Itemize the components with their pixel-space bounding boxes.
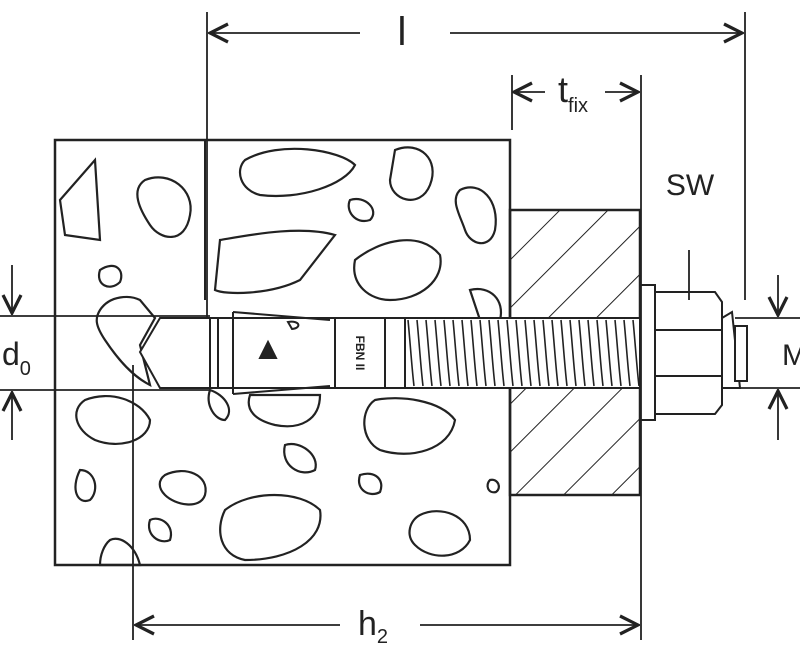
anchor-bolt xyxy=(209,284,748,421)
thread-line xyxy=(569,319,577,387)
thread-line xyxy=(551,319,559,387)
thread-line xyxy=(515,319,523,387)
anchor-marking-text: FBN II xyxy=(353,336,367,371)
tfix-sub: fix xyxy=(568,95,588,117)
thread-line xyxy=(470,319,478,387)
thread-line xyxy=(488,319,496,387)
triangle-mark-icon xyxy=(258,339,278,359)
thread-line xyxy=(560,319,568,387)
thread-line xyxy=(596,319,604,387)
thread-line xyxy=(587,319,595,387)
tfix-main: t xyxy=(558,69,568,110)
thread-line xyxy=(425,319,433,387)
dimension-lines xyxy=(0,12,800,640)
length-label: l xyxy=(398,10,407,54)
depth-label: h2 xyxy=(358,605,388,647)
depth-sub: 2 xyxy=(377,626,388,647)
thread-line xyxy=(479,319,487,387)
thread-line xyxy=(434,319,442,387)
thread-line xyxy=(542,319,550,387)
thread-line xyxy=(605,319,613,387)
thread-line xyxy=(578,319,586,387)
tfix-label: tfix xyxy=(558,69,588,117)
drill-main: d xyxy=(2,336,20,372)
thread-line xyxy=(632,319,640,387)
depth-main: h xyxy=(358,605,377,643)
thread-line xyxy=(524,319,532,387)
thread-line xyxy=(407,319,415,387)
thread-line xyxy=(461,319,469,387)
aggregate-stones xyxy=(58,146,503,567)
thread-line xyxy=(506,319,514,387)
drill-diameter-label: d0 xyxy=(2,336,31,380)
thread-line xyxy=(452,319,460,387)
wrench-size-label: SW xyxy=(666,169,715,202)
thread-line xyxy=(497,319,505,387)
thread-line xyxy=(623,319,631,387)
thread-lines xyxy=(407,319,640,387)
thread-line xyxy=(443,319,451,387)
thread-line xyxy=(416,319,424,387)
drill-sub: 0 xyxy=(20,358,31,380)
thread-label: M xyxy=(782,339,800,372)
thread-line xyxy=(614,319,622,387)
thread-line xyxy=(533,319,541,387)
